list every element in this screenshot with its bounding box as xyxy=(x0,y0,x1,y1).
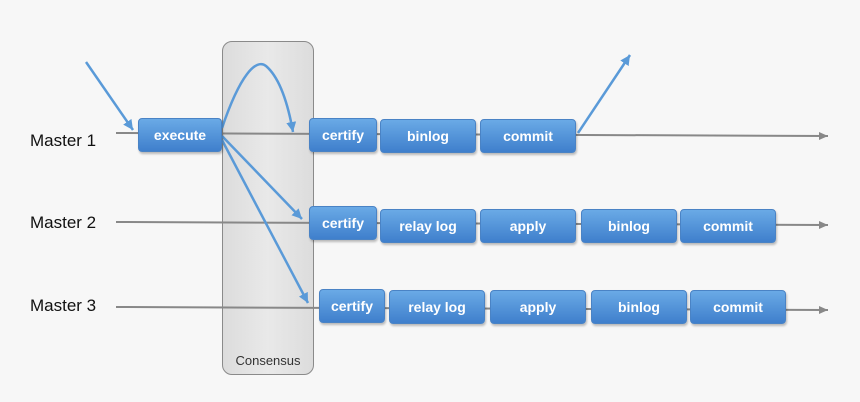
arrow-to-master-3 xyxy=(220,139,310,304)
consensus-panel: Consensus xyxy=(222,41,314,375)
master-1-label: Master 1 xyxy=(30,131,97,150)
step-apply: apply xyxy=(480,209,576,243)
consensus-label: Consensus xyxy=(235,353,301,368)
step-certify: certify xyxy=(309,118,377,152)
master-3-label: Master 3 xyxy=(30,296,97,315)
step-binlog: binlog xyxy=(581,209,677,243)
step-relay-log: relay log xyxy=(389,290,485,324)
step-binlog: binlog xyxy=(591,290,687,324)
incoming-arrow xyxy=(84,61,135,131)
step-relay-log: relay log xyxy=(380,209,476,243)
step-execute: execute xyxy=(138,118,222,152)
step-apply: apply xyxy=(490,290,586,324)
master-2-label: Master 2 xyxy=(30,213,97,232)
step-certify: certify xyxy=(309,206,377,240)
outgoing-arrow xyxy=(576,54,632,134)
step-commit: commit xyxy=(680,209,776,243)
step-commit: commit xyxy=(690,290,786,324)
arrow-to-master-2 xyxy=(221,135,303,220)
loop-arrow xyxy=(220,63,297,133)
step-certify: certify xyxy=(319,289,385,323)
step-binlog: binlog xyxy=(380,119,476,153)
step-commit: commit xyxy=(480,119,576,153)
